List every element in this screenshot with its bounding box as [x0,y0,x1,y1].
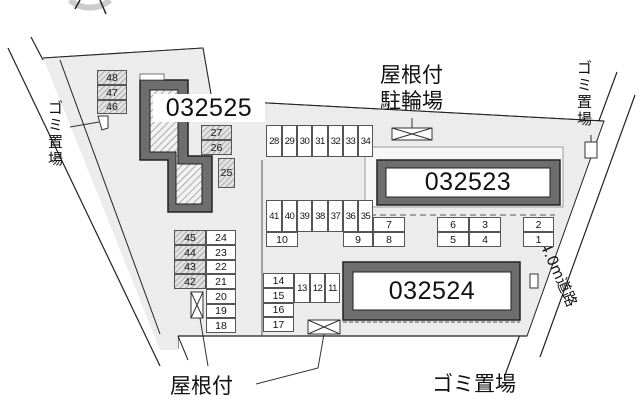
parking-slot-22[interactable]: 22 [206,260,236,274]
parking-slot-9[interactable]: 9 [343,232,373,247]
parking-slot-29[interactable]: 29 [282,125,297,157]
compass-icon [68,0,112,15]
parking-slot-16[interactable]: 16 [263,303,294,317]
parking-slot-1[interactable]: 1 [523,232,554,247]
building-032524-outline [342,261,521,323]
parking-slot-47[interactable]: 47 [97,85,127,100]
garbage-label-bottom: ゴミ置場 [432,372,516,396]
roofed-parking-icon [255,319,341,385]
parking-slot-2[interactable]: 2 [523,217,554,232]
bike-parking-label-line1: 屋根付 [380,63,443,87]
bike-parking-label-line2: 駐輪場 [380,89,443,113]
parking-slot-15[interactable]: 15 [263,288,294,303]
parking-slot-10[interactable]: 10 [266,232,298,247]
parking-slot-36[interactable]: 36 [343,200,358,232]
parking-slot-41[interactable]: 41 [266,200,282,232]
parking-slot-21[interactable]: 21 [206,274,236,289]
parking-slot-17[interactable]: 17 [263,317,294,332]
parking-slot-13[interactable]: 13 [294,273,310,303]
parking-slot-31[interactable]: 31 [312,125,328,157]
parking-slot-43[interactable]: 43 [174,260,206,274]
parking-slot-44[interactable]: 44 [174,245,206,260]
building-032523-outline [360,146,564,216]
roofed-bike-icon [190,291,209,367]
parking-slot-27[interactable]: 27 [201,125,232,140]
garbage-spot-left-icon [69,115,109,131]
parking-slot-37[interactable]: 37 [328,200,343,232]
parking-slot-46[interactable]: 46 [97,100,127,114]
parking-slot-8[interactable]: 8 [373,232,405,247]
parking-slot-48[interactable]: 48 [97,70,127,85]
parking-slot-33[interactable]: 33 [343,125,358,157]
parking-slot-4[interactable]: 4 [469,232,501,247]
parking-slot-45[interactable]: 45 [174,230,206,245]
parking-slot-39[interactable]: 39 [297,200,312,232]
parking-slot-25[interactable]: 25 [218,158,235,188]
building-id-032524[interactable]: 032524 [388,277,476,305]
parking-slot-18[interactable]: 18 [206,318,236,333]
parking-slot-12[interactable]: 12 [310,273,325,303]
garbage-label-left: ゴミ置場 [47,99,63,168]
building-id-032525[interactable]: 032525 [153,94,265,122]
parking-slot-6[interactable]: 6 [437,217,469,232]
garbage-spot-right-icon [584,135,598,159]
garbage-label-right: ゴミ置場 [576,59,592,128]
parking-slot-20[interactable]: 20 [206,289,236,304]
parking-slot-38[interactable]: 38 [312,200,328,232]
parking-slot-3[interactable]: 3 [469,217,501,232]
parking-slot-32[interactable]: 32 [328,125,343,157]
garbage-spot-bottom-icon [529,273,539,289]
parking-slot-30[interactable]: 30 [297,125,312,157]
bike-parking-icon [391,118,433,141]
parking-slot-35[interactable]: 35 [358,200,373,232]
parking-slot-7[interactable]: 7 [373,217,405,232]
parking-slot-19[interactable]: 19 [206,304,236,318]
parking-slot-14[interactable]: 14 [263,273,294,288]
parking-slot-5[interactable]: 5 [437,232,469,247]
parking-slot-28[interactable]: 28 [266,125,282,157]
parking-slot-24[interactable]: 24 [206,230,236,245]
parking-slot-26[interactable]: 26 [201,140,232,155]
parking-slot-40[interactable]: 40 [282,200,297,232]
parking-slot-42[interactable]: 42 [174,274,206,289]
roofed-label: 屋根付 [170,374,233,398]
parking-slot-23[interactable]: 23 [206,245,236,260]
building-id-032523[interactable]: 032523 [424,168,512,196]
parking-slot-11[interactable]: 11 [325,273,340,303]
parking-slot-34[interactable]: 34 [358,125,373,157]
